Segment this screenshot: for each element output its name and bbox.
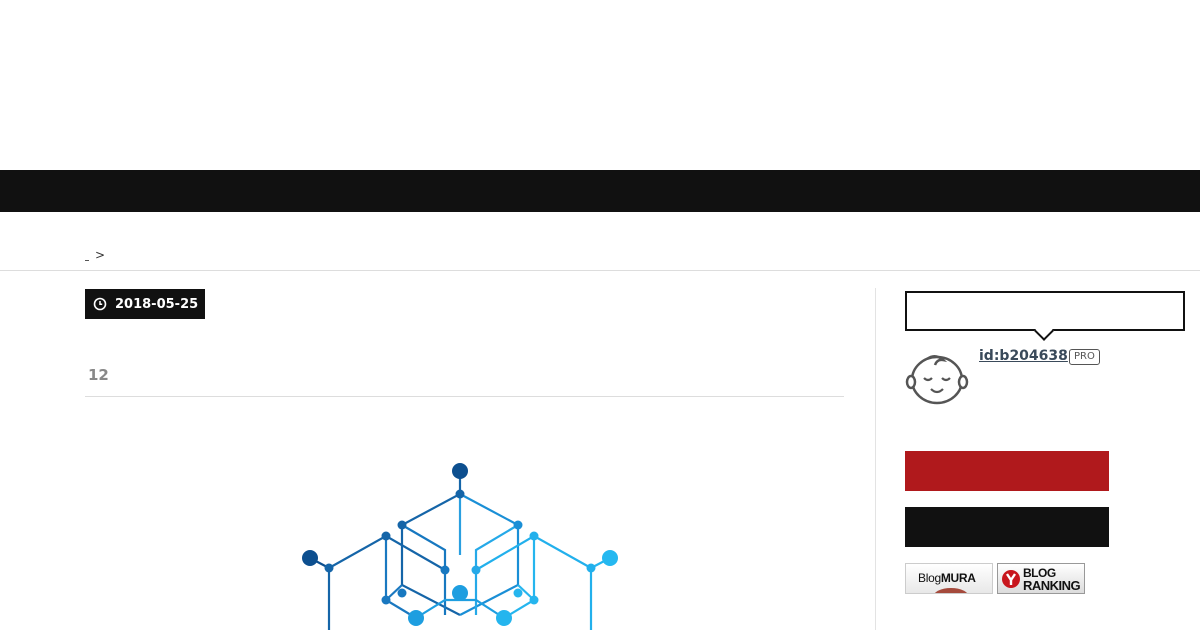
ranking-line2: RANKING <box>1023 578 1081 593</box>
subscribe-button[interactable] <box>905 451 1109 491</box>
entry-date: 2018-05-25 <box>115 296 199 312</box>
breadcrumb-divider <box>0 270 1200 271</box>
entry-hero-image <box>180 440 740 630</box>
profile-user-id-link[interactable]: id:b204638 <box>979 348 1068 364</box>
clock-icon <box>93 297 107 311</box>
bubble-pointer <box>1034 321 1054 341</box>
global-nav-bar <box>0 170 1200 212</box>
blog-ranking-logo-icon <box>1002 570 1020 588</box>
breadcrumb-separator: > <box>95 248 106 262</box>
follow-button[interactable] <box>905 507 1109 547</box>
blog-ranking-banner[interactable]: BLOG RANKING <box>997 563 1085 594</box>
entry-star-count[interactable]: 12 <box>88 366 109 384</box>
sidebar-divider <box>875 288 876 630</box>
blogmura-prefix: Blog <box>918 571 941 585</box>
blogmura-banner[interactable]: BlogMURA <box>905 563 993 594</box>
cube-network-illustration <box>302 463 618 630</box>
breadcrumb: > <box>85 248 105 262</box>
entry-date-badge[interactable]: 2018-05-25 <box>85 289 206 319</box>
ranking-line1: BLOG <box>1023 566 1056 580</box>
title-divider <box>85 396 844 397</box>
baby-face-icon[interactable] <box>905 351 969 407</box>
blogmura-suffix: MURA <box>940 571 976 585</box>
header-area <box>0 0 1200 170</box>
pro-badge: PRO <box>1069 349 1100 365</box>
blogmura-graphic <box>933 588 969 593</box>
profile-speech-bubble <box>905 291 1185 341</box>
breadcrumb-home-link[interactable] <box>85 249 89 261</box>
